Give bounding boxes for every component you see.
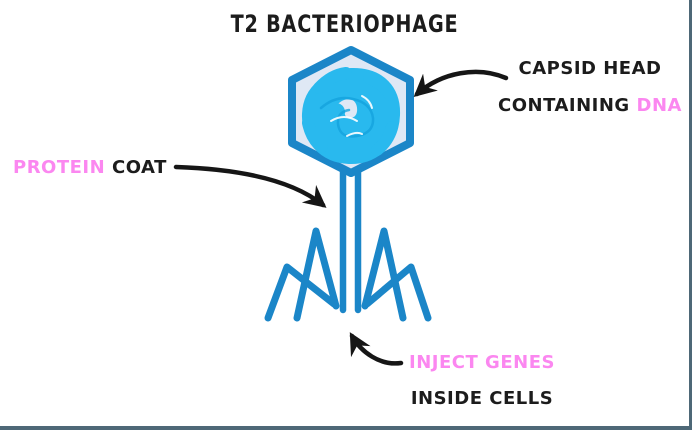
fiber-left-outer [264,263,338,322]
label-inject-genes: INJECT GENES INSIDE CELLS [404,345,560,417]
page-title: T2 BACTERIOPHAGE [230,10,459,38]
arrow-to-tip [349,332,404,366]
arrow-to-tail [173,164,327,208]
label-protein-coat: PROTEIN COAT [13,157,167,178]
inject-label-line2: INSIDE CELLS [410,388,554,409]
inject-label-line1: INJECT GENES [409,352,555,373]
tail-fibers [264,227,432,322]
capsid-label-containing: CONTAINING [498,95,630,116]
fiber-right-outer [363,263,432,322]
label-capsid-head: CAPSID HEAD CONTAINING DNA [495,50,685,124]
protein-label-highlight: PROTEIN [13,157,106,178]
arrow-to-capsid [413,69,509,97]
capsid-label-line2: CONTAINING DNA [495,87,685,124]
fiber-right-spike [361,227,407,322]
capsid-label-dna: DNA [636,95,682,116]
capsid-label-line1: CAPSID HEAD [518,58,662,79]
fiber-left-spike [293,227,340,322]
tail-sheath [339,166,362,314]
protein-label-suffix: COAT [112,157,167,178]
dna-scribble [302,67,400,164]
